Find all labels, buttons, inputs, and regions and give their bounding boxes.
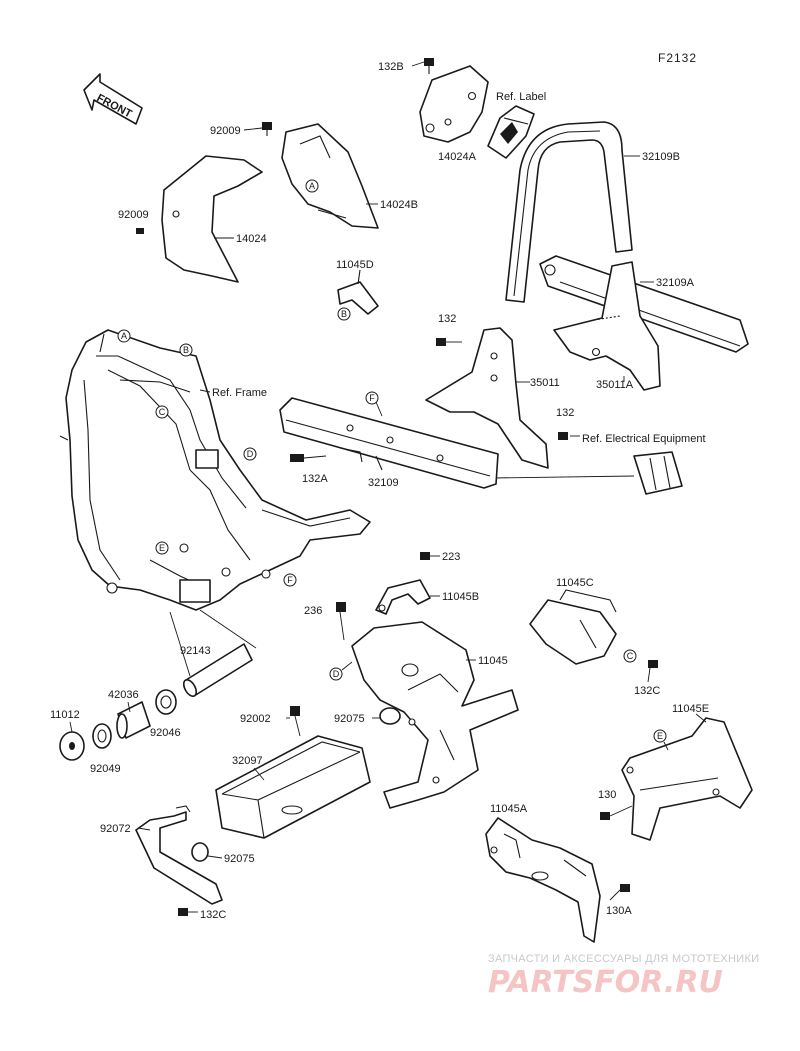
part-11045C-bracket [529,589,617,665]
ref-circle-F-rail [365,391,379,405]
part-32109B-backrest-frame [505,121,633,303]
part-11045D-bracket [337,269,379,315]
ref-circle-B-upper-text: B [341,309,347,319]
label-92009-top: 92009 [210,125,241,137]
part-92075-cushion-mid [379,707,401,725]
label-92143: 92143 [180,645,211,657]
label-35011A: 35011A [596,379,634,391]
label-42036: 42036 [108,689,139,701]
part-11012-cap [59,731,85,761]
part-14024B-side-cover [262,122,379,229]
label-32109A: 32109A [656,277,695,289]
ref-circle-C-frame-text: C [159,407,166,417]
part-11045A-bracket [485,817,601,943]
label-11045B: 11045B [442,591,479,603]
watermark-logo: PARTSFOR.RU [488,965,723,1000]
ref-circle-A-cover-text: A [309,181,315,191]
ref-circle-E-frame-text: E [159,543,165,553]
ref-circle-C-frame [155,405,169,419]
label-14024B: 14024B [380,199,418,211]
label-11045E: 11045E [672,703,709,715]
label-132C-right: 132C [634,685,660,697]
ref-circle-D-frame-text: D [247,449,254,459]
ref-circle-B-upper [337,307,351,321]
label-92009-left: 92009 [118,209,149,221]
front-arrow: FRONT [83,73,143,125]
part-35011-left-plate [425,327,549,469]
ref-circle-D-bracket [329,667,343,681]
label-92046: 92046 [150,727,181,739]
label-92072: 92072 [100,823,131,835]
label-14024: 14024 [236,233,267,245]
label-132-top: 132 [438,313,456,325]
label-132B: 132B [378,61,404,73]
label-11045C: 11045C [556,577,594,589]
ref-label-sticker [487,105,535,159]
label-236: 236 [304,605,322,617]
ref-circle-E-frame [155,541,169,555]
part-92072-stay [135,805,223,905]
diagram-code: F2132 [658,51,697,65]
ref-circle-F-rail-text: F [369,393,375,403]
part-32109A-right-rail [539,255,749,353]
label-11045D: 11045D [336,259,374,271]
ref-circle-B-frame [179,343,193,357]
label-92075-mid: 92075 [334,713,365,725]
label-130A: 130A [606,905,632,917]
ref-circle-D-frame [243,447,257,461]
part-11045E-bracket [621,717,753,841]
ref-circle-C-bracket [623,649,637,663]
label-130: 130 [598,789,616,801]
label-92075-low: 92075 [224,853,255,865]
electrical-clip [633,451,683,495]
part-32109-left-rail [279,397,499,489]
ref-circle-D-bracket-text: D [333,669,340,679]
ref-circle-A-cover [305,179,319,193]
part-92049-seal [92,723,112,749]
label-35011: 35011 [530,377,560,389]
part-92046-bushing [155,689,177,715]
label-92049: 92049 [90,763,121,775]
part-11045B-bracket [375,579,431,615]
part-92143-pin [182,643,253,697]
ref-circle-F-frame [283,573,297,587]
part-42036-bushing [116,701,151,739]
ref-circle-C-bracket-text: C [627,651,634,661]
label-ref-label: Ref. Label [496,91,546,103]
ref-circle-A-frame [117,329,131,343]
label-32097: 32097 [232,755,263,767]
label-11012: 11012 [50,709,80,721]
part-32097-battery-case [215,735,371,839]
label-32109: 32109 [368,477,399,489]
motorcycle-frame [59,329,371,611]
label-11045A: 11045A [490,803,528,815]
watermark-tagline: ЗАПЧАСТИ И АКСЕССУАРЫ ДЛЯ МОТОТЕХНИКИ [488,953,759,965]
ref-circle-F-frame-text: F [287,575,293,585]
ref-circle-B-frame-text: B [183,345,189,355]
label-132A: 132A [302,473,328,485]
label-ref-frame: Ref. Frame [212,387,267,399]
label-92002: 92002 [240,713,271,725]
label-132-mid: 132 [556,407,574,419]
label-14024A: 14024A [438,151,477,163]
ref-circle-A-frame-text: A [121,331,127,341]
label-132C-low: 132C [200,909,226,921]
ref-circle-E-bracket [653,729,667,743]
label-223: 223 [442,551,460,563]
ref-circle-E-bracket-text: E [657,731,663,741]
part-92075-cushion-low [191,842,209,862]
part-35011A-right-plate [553,261,661,391]
label-11045: 11045 [478,655,508,667]
part-11045-battery-bracket [351,621,519,809]
label-ref-electrical: Ref. Electrical Equipment [582,433,706,445]
part-14024-side-cover [161,155,263,283]
part-14024A-cover [419,58,489,143]
label-32109B: 32109B [642,151,680,163]
